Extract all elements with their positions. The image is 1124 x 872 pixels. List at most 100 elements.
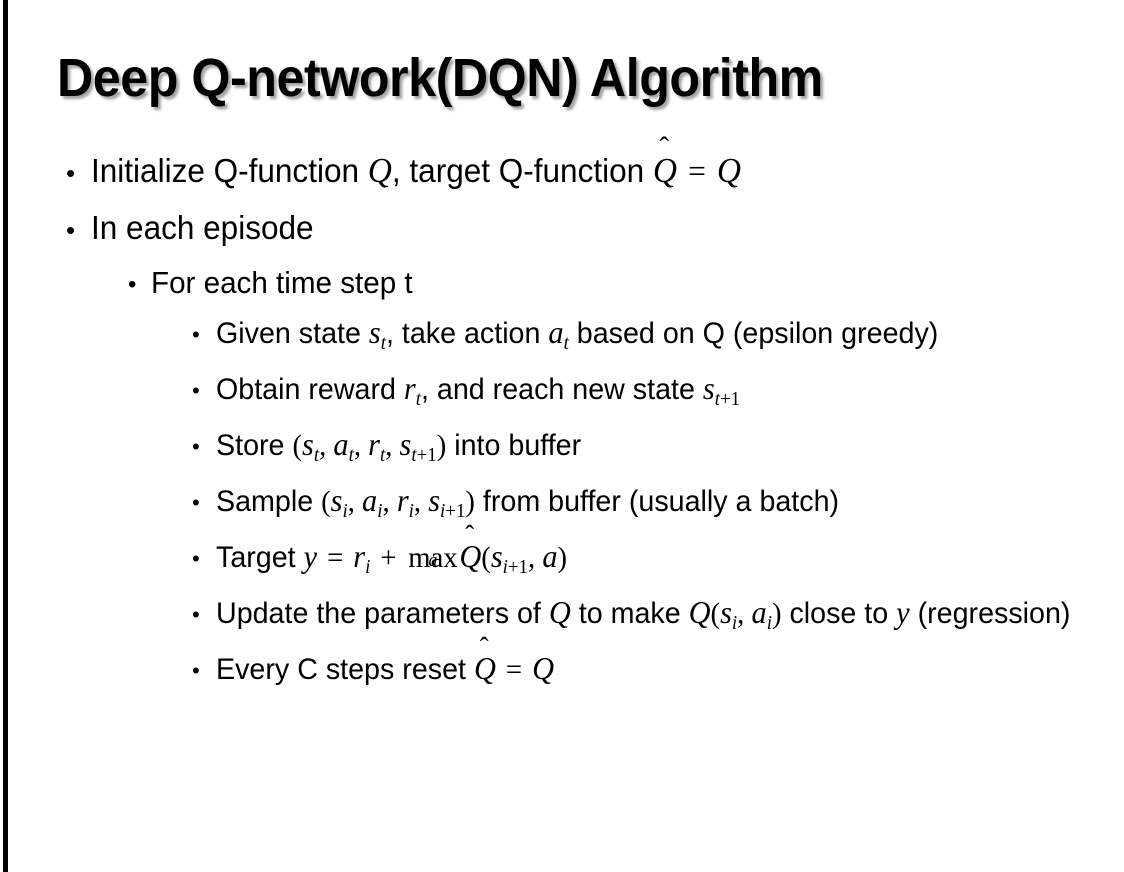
math-operator: =: [498, 652, 530, 686]
bullet-content: Update the parameters of Q to make Q(si,…: [216, 591, 1083, 645]
math-punctuation: ,: [413, 484, 429, 518]
math-variable: at: [548, 315, 569, 354]
bullet-text-run: (regression): [909, 596, 1071, 630]
math-variable: Q: [548, 594, 571, 630]
bullet-content: Sample (si, ai, ri, si+1) from buffer (u…: [216, 479, 1083, 533]
math-variable: y: [896, 594, 910, 630]
math-punctuation: ,: [737, 596, 752, 630]
math-variable: at: [333, 426, 354, 466]
bullet-dot-icon: •: [66, 158, 76, 188]
math-variable: st: [301, 426, 320, 466]
math-operator: =: [319, 540, 351, 574]
bullet-dot-icon: •: [66, 215, 76, 245]
math-variable: rt: [368, 426, 386, 466]
math-max-underscript: a: [428, 549, 438, 571]
math-variable: Q: [532, 650, 555, 686]
left-edge-accent-bar: [3, 0, 8, 872]
math-variable: ri: [396, 482, 414, 522]
math-variable: ri: [353, 538, 371, 578]
bullet-text-run: into buffer: [446, 428, 582, 462]
bullet-text-run: For each time step t: [151, 265, 413, 300]
bullet-text-run: Obtain reward: [216, 372, 404, 406]
bullet-dot-icon: •: [192, 377, 200, 403]
math-subscript: t: [313, 443, 320, 466]
bullet-item-level-3: •Given state st, take action at based on…: [0, 311, 1124, 365]
bullet-text-run: close to: [781, 596, 897, 630]
math-punctuation: ,: [382, 484, 397, 518]
bullet-content: Store (st, at, rt, st+1) into buffer: [216, 423, 1083, 477]
math-punctuation: ,: [353, 428, 369, 462]
math-variable: si+1: [428, 482, 466, 522]
math-variable: ai: [751, 594, 772, 634]
math-punctuation: (: [710, 596, 721, 630]
math-subscript: i: [377, 499, 383, 522]
bullet-list: •Initialize Q-function Q, target Q-funct…: [0, 130, 1124, 693]
bullet-item-level-1: • In each episode: [0, 205, 1124, 251]
math-variable: st+1: [399, 426, 437, 466]
bullet-item-level-2: • For each time step t: [0, 261, 1124, 305]
math-variable: si+1: [490, 538, 529, 578]
bullet-content: Obtain reward rt, and reach new state st…: [216, 367, 1083, 421]
math-subscript: t: [415, 387, 421, 410]
bullet-dot-icon: •: [192, 601, 200, 627]
math-variable: st: [368, 315, 386, 354]
math-punctuation: (: [481, 540, 491, 574]
bullet-item-level-3: • Sample (si, ai, ri, si+1) from buffer (…: [0, 479, 1124, 533]
math-subscript: t: [348, 443, 354, 466]
bullet-dot-icon: •: [192, 489, 200, 515]
bullet-dot-icon: •: [192, 433, 200, 459]
bullet-text-run: Initialize Q-function: [91, 152, 368, 189]
bullet-content: For each time step t: [151, 261, 1080, 305]
bullet-text-run: Update the parameters of: [216, 596, 549, 630]
bullet-content: Given state st, take action at based on …: [216, 311, 1083, 365]
bullet-text-run: Given state: [216, 317, 369, 350]
math-punctuation: ,: [528, 540, 543, 574]
math-subscript: t: [380, 331, 386, 354]
bullet-dot-icon: •: [192, 657, 200, 683]
math-subscript: i: [365, 555, 371, 578]
math-operator: =: [680, 154, 714, 190]
math-subscript: t: [379, 443, 386, 466]
page-title: Deep Q-network(DQN) Algorithm: [57, 48, 823, 108]
math-variable: y: [303, 538, 318, 574]
bullet-item-level-3: • Update the parameters of Q to make Q(si…: [0, 591, 1124, 645]
bullet-text-run: In each episode: [91, 209, 314, 246]
math-punctuation: ,: [385, 428, 400, 462]
bullet-text-run: , and reach new state: [420, 372, 703, 406]
math-subscript: i: [342, 499, 348, 522]
bullet-dot-icon: •: [192, 545, 200, 571]
bullet-text-run: Sample: [216, 484, 322, 518]
math-variable: a: [542, 538, 558, 574]
math-subscript: i+1: [502, 555, 529, 578]
math-subscript: i+1: [440, 499, 466, 522]
math-subscript: i: [766, 611, 772, 634]
math-variable: rt: [403, 370, 421, 410]
bullet-content: Initialize Q-function Q, target Q-functi…: [91, 130, 1078, 195]
bullet-content: In each episode: [91, 205, 1078, 251]
math-variable: st+1: [702, 370, 741, 410]
bullet-text-run: , target Q-function: [391, 152, 653, 189]
math-subscript: t+1: [411, 443, 437, 466]
bullet-item-level-3: • Store (st, at, rt, st+1) into buffer: [0, 423, 1124, 477]
math-subscript: t: [563, 331, 569, 354]
bullet-text-run: to make: [570, 596, 689, 630]
math-variable: Q: [716, 151, 742, 190]
bullet-item-level-3: • Obtain reward rt, and reach new state s…: [0, 367, 1124, 421]
math-subscript: i: [408, 499, 414, 522]
math-variable: Q: [688, 594, 711, 630]
math-punctuation: ,: [319, 428, 334, 462]
math-variable: Q: [367, 151, 392, 190]
math-punctuation: (: [292, 428, 302, 462]
bullet-dot-icon: •: [128, 271, 137, 298]
math-punctuation: (: [321, 484, 331, 518]
math-variable: ai: [362, 482, 383, 522]
